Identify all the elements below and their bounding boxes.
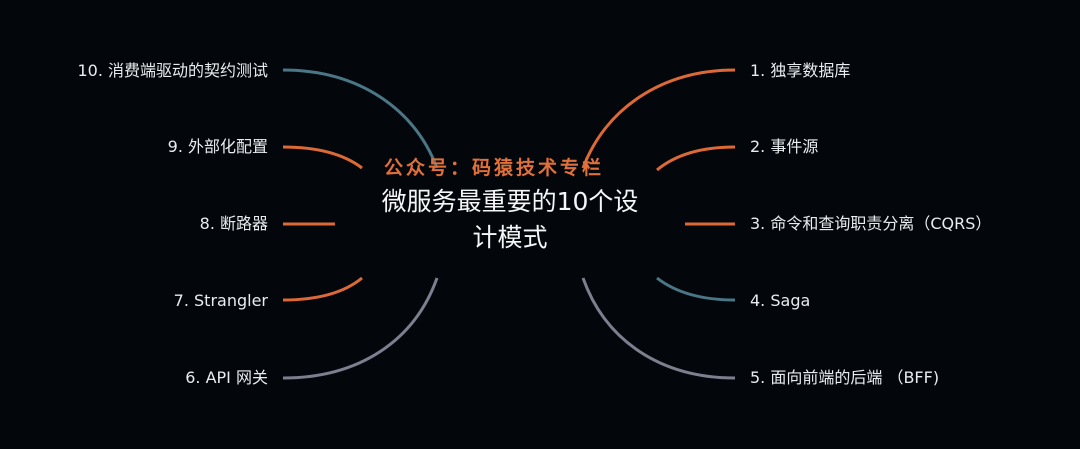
central-topic-line2: 计模式	[472, 223, 548, 252]
watermark-text: 公众号：码猿技术专栏	[384, 157, 605, 179]
node-event-sourcing[interactable]: 2. 事件源	[750, 137, 819, 156]
connector-1	[581, 68, 736, 169]
connector-7	[282, 276, 363, 302]
node-bff[interactable]: 5. 面向前端的后端 （BFF)	[750, 368, 940, 387]
node-saga[interactable]: 4. Saga	[750, 291, 811, 310]
connector-5	[581, 277, 736, 380]
connector-2	[656, 145, 736, 172]
node-externalized-config[interactable]: 9. 外部化配置	[167, 137, 268, 156]
connector-9	[282, 145, 363, 170]
node-circuit-breaker[interactable]: 8. 断路器	[199, 214, 268, 233]
central-topic[interactable]: 微服务最重要的10个设 计模式	[355, 184, 665, 256]
node-strangler[interactable]: 7. Strangler	[173, 291, 268, 310]
central-topic-line1: 微服务最重要的10个设	[381, 187, 639, 216]
node-contract-testing[interactable]: 10. 消费端驱动的契约测试	[77, 61, 268, 80]
connector-10	[282, 68, 439, 169]
connector-6	[282, 277, 439, 380]
node-database-per-service[interactable]: 1. 独享数据库	[750, 61, 851, 80]
connector-4	[656, 276, 736, 302]
node-cqrs[interactable]: 3. 命令和查询职责分离（CQRS）	[750, 214, 992, 233]
node-api-gateway[interactable]: 6. API 网关	[185, 368, 268, 387]
